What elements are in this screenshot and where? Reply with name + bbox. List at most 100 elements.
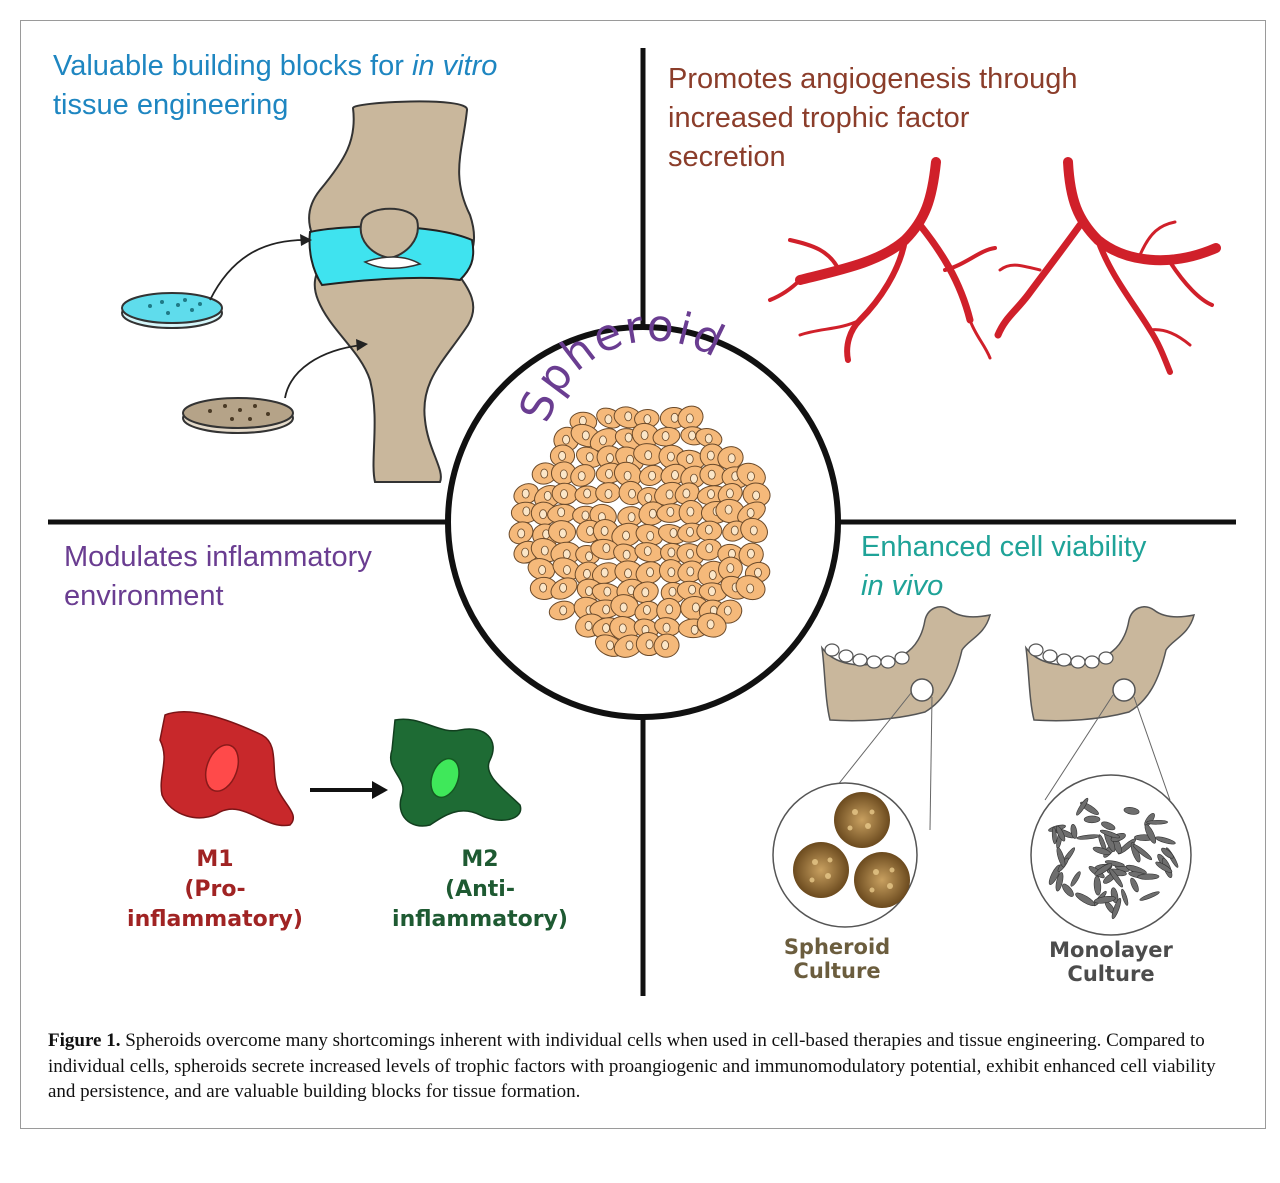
spheroid-cell-nucleus (688, 584, 697, 595)
spheroid-cell-nucleus (522, 506, 531, 517)
spheroid-cell-nucleus (559, 605, 568, 616)
spheroid-cell-nucleus (648, 470, 656, 481)
monolayer-cell (1070, 824, 1078, 839)
spheroid-cell-nucleus (661, 431, 670, 441)
spheroid-cell-nucleus (746, 508, 755, 518)
spheroid-cell-nucleus (628, 488, 636, 499)
spheroid-cell-nucleus (557, 507, 566, 518)
spheroid-cell-nucleus (540, 468, 549, 479)
jaw-spheroid-icon (789, 606, 992, 846)
spheroid-cell-nucleus (671, 470, 679, 480)
spheroid-cell-nucleus (706, 450, 715, 461)
monolayer-cell (1104, 860, 1125, 867)
spheroid-cell-nucleus (562, 549, 571, 560)
spheroid-cell-nucleus (517, 528, 526, 539)
spheroid-cell-nucleus (602, 604, 611, 615)
spheroid-cell-nucleus (605, 468, 613, 479)
spheroid-cell-nucleus (726, 563, 735, 574)
spheroid-cell-nucleus (624, 568, 632, 579)
quadrant-label-angiogenesis: Promotes angiogenesis through increased … (668, 63, 1078, 173)
spheroid-cell-nucleus (583, 488, 592, 499)
spheroid-cell-nucleus (606, 640, 615, 651)
caption-text: Spheroids overcome many shortcomings inh… (48, 1030, 1216, 1102)
spheroid-cell-nucleus (606, 453, 614, 463)
quadrant-dividers (48, 48, 1236, 996)
quadrant-label-inflammation: Modulates inflammatory environment (64, 541, 372, 612)
spheroid-cell-nucleus (644, 450, 653, 461)
spheroid-cell-cluster (508, 405, 771, 658)
monolayer-cell (1139, 891, 1160, 901)
spheroid-cell-nucleus (619, 602, 628, 613)
spheroid-cell-nucleus (667, 451, 675, 462)
spheroid-cell-nucleus (665, 604, 674, 615)
m1-label: M1 (Pro-inflammatory) (127, 847, 303, 932)
spheroid-cell-nucleus (543, 490, 552, 501)
quadrant-label-tissue-engineering: Valuable building blocks for in vitro ti… (53, 50, 498, 121)
spheroid-cell-nucleus (583, 568, 591, 579)
spheroid-cell-nucleus (646, 530, 655, 541)
monolayer-cell (1161, 847, 1174, 859)
monolayer-cell (1099, 829, 1121, 839)
spheroid-cell-nucleus (603, 586, 612, 597)
spheroid-cell-nucleus (623, 470, 632, 481)
arrows-to-joint (209, 239, 363, 399)
spheroid-cell-nucleus (643, 605, 651, 615)
spheroid-cell-nucleus (667, 567, 676, 578)
monolayer-cell (1155, 861, 1173, 873)
spheroid-cell-nucleus (688, 430, 696, 441)
spheroid-cell-nucleus (686, 548, 694, 559)
caption-label: Figure 1. (48, 1030, 121, 1051)
m2-macrophage-icon (389, 718, 522, 827)
spheroid-cell-nucleus (723, 605, 732, 616)
spheroid-cell-nucleus (521, 547, 530, 558)
spheroid-cell-nucleus (625, 640, 634, 651)
spheroid-cell-nucleus (600, 567, 609, 578)
m1-to-m2-arrow (310, 781, 388, 799)
monolayer-cell (1130, 877, 1139, 893)
blood-vessel-icon (768, 157, 1221, 375)
spheroid-cell-nucleus (727, 453, 736, 464)
spheroid-cell-nucleus (560, 489, 568, 500)
monolayer-culture-label: Monolayer Culture (1049, 938, 1173, 986)
spheroid-cell-nucleus (747, 471, 755, 482)
spheroid-cell-nucleus (707, 469, 716, 480)
spheroid-cell-nucleus (558, 451, 567, 461)
spheroid-cell-nucleus (640, 430, 649, 441)
knee-joint-icon (308, 100, 475, 483)
spheroid-cell-nucleus (600, 526, 609, 536)
m2-label: M2 (Anti-inflammatory) (392, 847, 568, 932)
spheroid-cell-nucleus (691, 602, 700, 613)
monolayer-cell (1075, 892, 1096, 906)
spheroid-cell-nucleus (690, 624, 699, 635)
spheroid-cell-nucleus (563, 565, 571, 575)
monolayer-cell (1056, 847, 1066, 868)
spheroid-cell-nucleus (602, 623, 610, 633)
monolayer-cell (1121, 888, 1129, 906)
spheroid-cell-nucleus (581, 510, 590, 521)
monolayer-cell (1062, 883, 1074, 897)
monolayer-cell (1123, 807, 1140, 815)
spheroid-cell-nucleus (584, 620, 593, 631)
spheroid-cell-nucleus (705, 543, 714, 554)
monolayer-cell (1155, 836, 1176, 845)
spheroid-cell-nucleus (627, 512, 636, 523)
spheroid-cell-nucleus (685, 413, 694, 424)
spheroid-cell-nucleus (644, 492, 653, 503)
spheroid-cell-nucleus (708, 570, 717, 580)
spheroid-cell-nucleus (540, 545, 549, 556)
spheroid-cell-nucleus (686, 566, 695, 577)
spheroid-cell-nucleus (643, 414, 652, 425)
monolayer-cell (1144, 824, 1157, 844)
monolayer-cells (1048, 797, 1179, 920)
spheroid-cell-nucleus (558, 528, 567, 539)
monolayer-cell (1132, 844, 1153, 861)
spheroid-culture-magnified (772, 782, 918, 928)
monolayer-cell (1111, 897, 1122, 920)
spheroid-cell-nucleus (704, 433, 713, 444)
spheroid-cell-nucleus (667, 547, 676, 558)
spheroid-cell-nucleus (708, 586, 716, 597)
spheroid-cell-nucleus (641, 587, 650, 598)
spheroid-cell-nucleus (747, 548, 755, 559)
spheroid-cell-nucleus (585, 586, 593, 597)
